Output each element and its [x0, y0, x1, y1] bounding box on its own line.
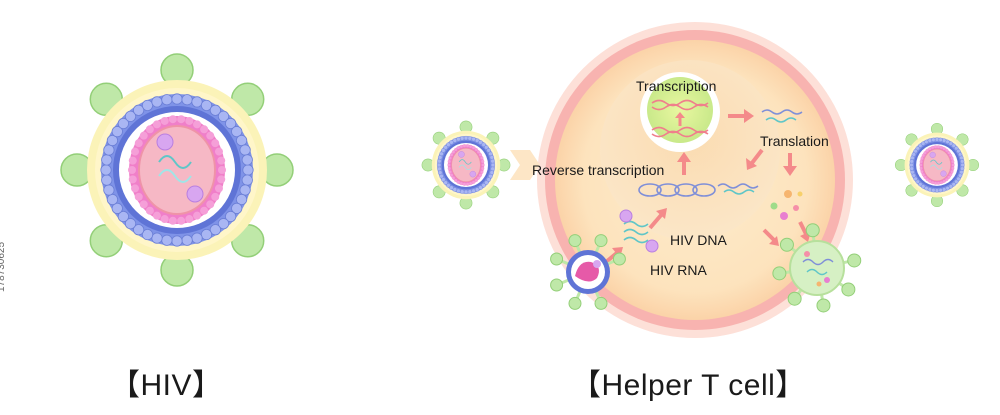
virus-core-icon	[575, 261, 599, 282]
hiv-virion-budding	[772, 223, 862, 313]
hiv-caption: 【HIV】	[110, 369, 223, 402]
reverse-transcription-label: Reverse transcription	[532, 162, 665, 178]
virus-core-icon	[451, 147, 481, 183]
hiv-virion-released	[894, 122, 980, 208]
hiv-dna-icon	[638, 183, 716, 197]
hiv-rna-icon	[619, 209, 659, 253]
mrna-icon	[717, 109, 803, 195]
virus-core-icon	[922, 148, 952, 182]
arrow-rna-to-dna-icon	[648, 212, 664, 230]
process-arrows	[604, 109, 811, 264]
arrow-assembly-icon	[762, 228, 776, 242]
hiv-rna-label: HIV RNA	[650, 262, 707, 278]
transcription-core	[647, 77, 713, 143]
helper-t-cell-caption: 【Helper T cell】	[571, 369, 806, 402]
up-arrow-head-icon	[675, 112, 685, 118]
transcription-site	[640, 72, 720, 152]
hiv-dna-label: HIV DNA	[670, 232, 727, 248]
image-id-label: 178730625	[0, 241, 7, 292]
viral-protein-dots	[770, 190, 803, 220]
arrow-translation-left-icon	[750, 148, 764, 165]
transcription-label: Transcription	[636, 78, 717, 94]
hiv-virion-large	[60, 53, 294, 287]
entry-chevron-icon	[510, 150, 540, 180]
hiv-virion-entering	[550, 234, 626, 310]
dna-strand-icon	[651, 103, 709, 111]
arrow-assembly2-icon	[798, 221, 808, 235]
dna-strand-icon	[651, 130, 709, 138]
virus-core-icon	[138, 125, 216, 215]
translation-label: Translation	[760, 133, 829, 149]
hiv-virion-approaching	[421, 120, 511, 210]
